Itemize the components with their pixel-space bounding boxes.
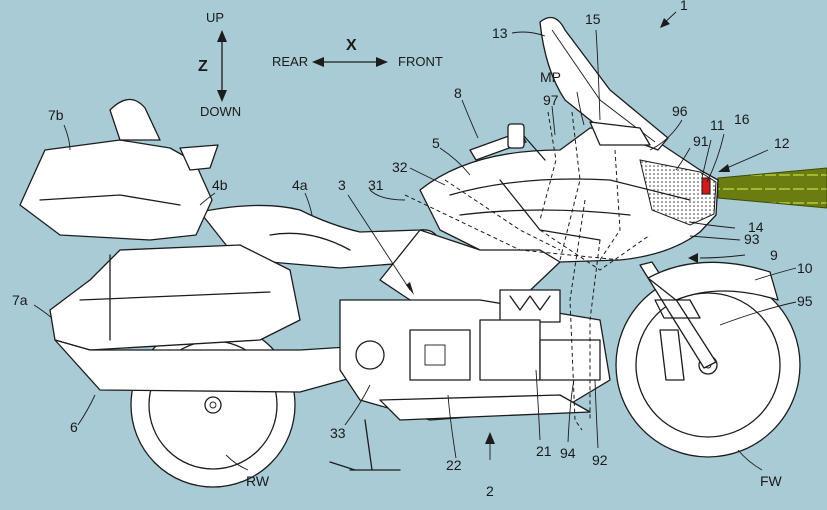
label-31: 31 — [368, 177, 384, 193]
label-14: 14 — [748, 219, 764, 235]
reference-labels: 1 13 15 MP 97 8 96 11 16 12 91 5 32 31 3… — [12, 0, 813, 499]
axis-up-label: UP — [206, 10, 224, 25]
headlight-lamp — [701, 177, 711, 195]
label-93: 93 — [744, 231, 760, 247]
label-4b: 4b — [212, 177, 228, 193]
label-10: 10 — [797, 260, 813, 276]
front-fender — [647, 261, 779, 301]
axis-indicator: UP DOWN Z X REAR FRONT — [198, 10, 443, 119]
label-mp: MP — [540, 69, 561, 85]
side-stand — [349, 419, 401, 471]
front-fork — [639, 261, 717, 381]
label-1: 1 — [680, 0, 688, 13]
saddlebag — [49, 244, 301, 351]
fairing-dotted-panel — [639, 159, 717, 226]
label-6: 6 — [70, 419, 78, 435]
internal-dashed-lines — [404, 111, 651, 431]
label-94: 94 — [560, 445, 576, 461]
label-9: 9 — [770, 247, 778, 263]
axis-down-label: DOWN — [200, 104, 241, 119]
top-case — [19, 98, 219, 241]
label-15: 15 — [585, 11, 601, 27]
axis-z-label: Z — [198, 58, 208, 75]
label-16: 16 — [734, 111, 750, 127]
label-33: 33 — [330, 425, 346, 441]
headlight-beam — [717, 167, 827, 209]
axis-x-label: X — [346, 37, 357, 54]
leader-lines — [33, 11, 797, 471]
label-7b: 7b — [48, 107, 64, 123]
engine — [339, 289, 611, 421]
label-91: 91 — [693, 133, 709, 149]
label-7a: 7a — [12, 292, 28, 308]
label-95: 95 — [797, 293, 813, 309]
label-97: 97 — [543, 92, 559, 108]
label-5: 5 — [432, 135, 440, 151]
handlebar — [469, 123, 546, 161]
label-fw: FW — [760, 473, 783, 489]
label-11: 11 — [710, 117, 725, 133]
label-92: 92 — [592, 452, 608, 468]
axis-rear-label: REAR — [272, 54, 308, 69]
label-22: 22 — [446, 457, 462, 473]
rear-wheel — [130, 322, 296, 488]
label-4a: 4a — [292, 177, 308, 193]
label-2: 2 — [486, 483, 494, 499]
label-12: 12 — [774, 135, 790, 151]
label-8: 8 — [454, 85, 462, 101]
label-3: 3 — [338, 177, 346, 193]
axis-front-label: FRONT — [398, 54, 443, 69]
label-21: 21 — [536, 443, 552, 459]
label-rw: RW — [246, 473, 270, 489]
label-96: 96 — [672, 103, 688, 119]
label-32: 32 — [392, 159, 408, 175]
label-13: 13 — [492, 25, 508, 41]
